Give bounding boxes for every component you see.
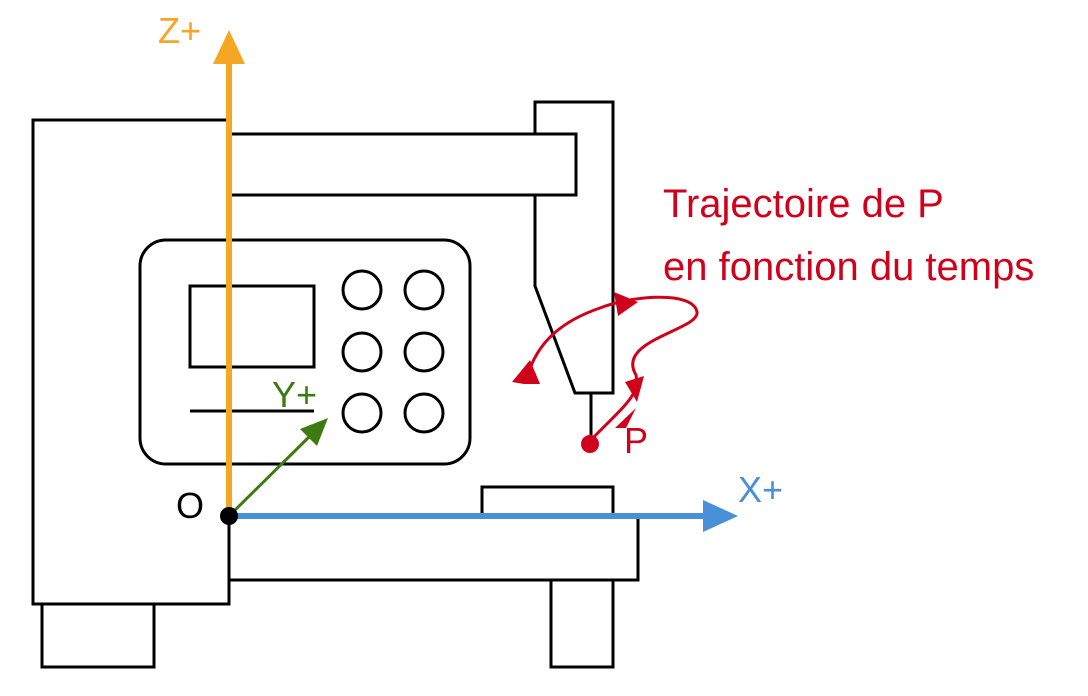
y-axis: Y+ [227,374,328,518]
origin-label: O [176,485,204,526]
control-screen [188,284,316,369]
trajectory-caption: Trajectoire de P en fonction du temps [663,182,1034,289]
trajectory-arrowhead [615,408,636,428]
y-axis-arrowhead [300,418,328,446]
x-axis-label: X+ [738,469,783,510]
x-axis-arrowhead [703,500,738,532]
trajectory-arrowhead [625,376,644,402]
x-axis: X+ [229,469,783,532]
machine-base [227,514,640,582]
control-button [341,331,383,373]
point-p: P [581,420,648,461]
origin: O [176,485,238,526]
trajectory-caption-line2: en fonction du temps [663,245,1034,289]
control-button [403,331,445,373]
machine [31,100,640,669]
trajectory-caption-line1: Trajectoire de P [663,182,944,226]
workpiece [480,485,615,518]
trajectory [512,292,699,442]
trajectory-arrowhead [614,292,638,316]
trajectory-arrowhead [512,360,540,384]
machine-left-foot [40,602,156,669]
point-p-marker [581,435,599,453]
control-button [403,269,445,311]
machine-right-leg [549,578,615,669]
z-axis-label: Z+ [158,10,201,51]
control-button [403,392,445,434]
control-button [341,269,383,311]
z-axis-arrowhead [213,30,245,64]
point-p-label: P [624,420,648,461]
control-button [341,392,383,434]
origin-point [220,507,238,525]
z-axis: Z+ [158,10,245,516]
y-axis-label: Y+ [272,374,317,415]
machine-arm [227,132,578,197]
